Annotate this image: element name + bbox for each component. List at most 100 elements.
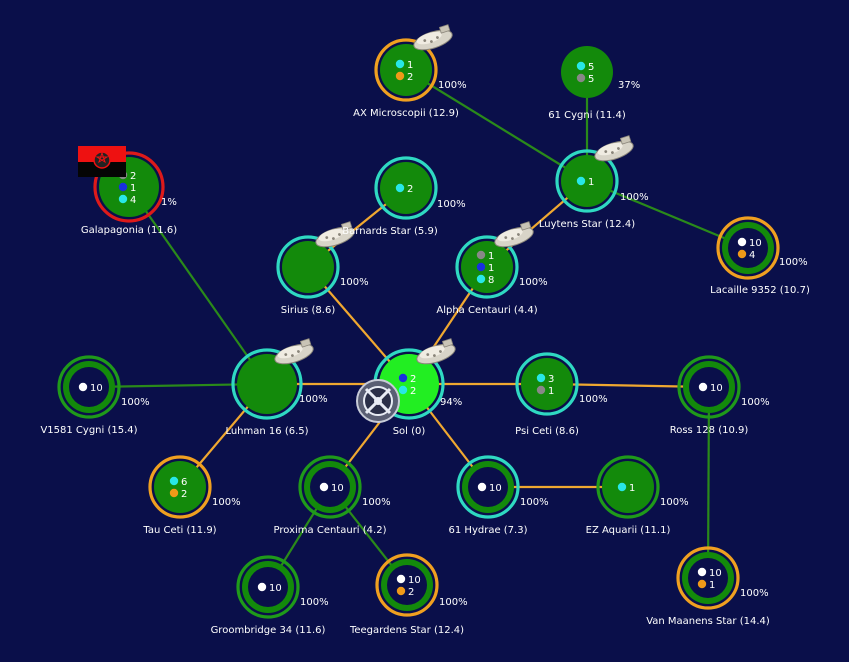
control-percent: 100% [121, 397, 150, 408]
fleet-count: 8 [488, 275, 494, 286]
system-name-label: EZ Aquarii (11.1) [586, 525, 671, 536]
territory-ring [374, 156, 438, 220]
territory-ring [676, 546, 740, 610]
fleet-dot-cyan [398, 385, 408, 395]
fleet-count: 2 [410, 374, 416, 385]
fleet-count: 2 [410, 386, 416, 397]
fleet-count: 1 [488, 251, 494, 262]
system-name-label: Sirius (8.6) [281, 305, 336, 316]
territory-ring [276, 235, 340, 299]
fleet-dot-orange [169, 488, 179, 498]
fleet-count: 1 [407, 60, 413, 71]
fleet-count: 2 [407, 184, 413, 195]
fleet-count: 4 [749, 250, 755, 261]
fleet-count: 1 [130, 183, 136, 194]
planet-body [237, 354, 297, 414]
territory-ring [93, 151, 165, 223]
territory-ring [515, 352, 579, 416]
territory-ring [456, 455, 520, 519]
territory-ring [716, 216, 780, 280]
control-percent: 37% [618, 80, 640, 91]
planet-body [380, 162, 432, 214]
control-percent: 94% [440, 397, 462, 408]
fleet-count: 10 [749, 238, 762, 249]
fleet-count: 2 [130, 171, 136, 182]
star-system-ross-128[interactable]: 10 100% Ross 128 (10.9) [670, 355, 770, 436]
territory-ring [375, 553, 439, 617]
control-percent: 100% [299, 394, 328, 405]
fleet-count: 1 [709, 580, 715, 591]
fleet-count: 5 [588, 74, 594, 85]
control-percent: 1% [161, 197, 177, 208]
star-system-v1581-cygni[interactable]: 10 100% V1581 Cygni (15.4) [40, 355, 150, 436]
planet-core [310, 467, 350, 507]
fleet-count: 1 [588, 177, 594, 188]
control-percent: 100% [741, 397, 770, 408]
control-percent: 100% [340, 277, 369, 288]
fleet-count: 10 [269, 583, 282, 594]
fleet-dot-orange [395, 71, 405, 81]
planet-body [282, 241, 334, 293]
system-name-label: Groombridge 34 (11.6) [211, 625, 326, 636]
fleet-dot-gray [536, 385, 546, 395]
system-name-label: Psi Ceti (8.6) [515, 426, 579, 437]
fleet-count: 10 [709, 568, 722, 579]
territory-ring [555, 149, 619, 213]
space-station-icon[interactable] [356, 379, 400, 423]
fleet-count: 10 [710, 383, 723, 394]
star-system-sirius[interactable]: 100% Sirius (8.6) [276, 220, 369, 316]
lane-ross-128-van-maanens-star [706, 386, 711, 579]
fleet-dot-white [737, 237, 747, 247]
star-system-luhman-16[interactable]: 100% Luhman 16 (6.5) [225, 337, 328, 437]
fleet-dot-white [78, 382, 88, 392]
fleet-count: 10 [90, 383, 103, 394]
fleet-dot-gray [576, 73, 586, 83]
system-name-label: Galapagonia (11.6) [81, 225, 177, 236]
system-name-label: Luhman 16 (6.5) [225, 426, 308, 437]
territory-ring [57, 355, 121, 419]
fleet-count: 10 [408, 575, 421, 586]
fleet-count: 3 [548, 374, 554, 385]
control-percent: 100% [520, 497, 549, 508]
fleet-dot-white [257, 582, 267, 592]
fleet-dot-cyan [576, 176, 586, 186]
planet-body [521, 358, 573, 410]
fleet-dot-cyan [118, 194, 128, 204]
fleet-dot-cyan [476, 274, 486, 284]
system-name-label: Ross 128 (10.9) [670, 425, 749, 436]
planet-core [248, 567, 288, 607]
fleet-dot-blue [476, 262, 486, 272]
system-name-label: 61 Hydrae (7.3) [449, 525, 528, 536]
fleet-count: 1 [548, 386, 554, 397]
fleet-count: 1 [629, 483, 635, 494]
planet-core [387, 565, 427, 605]
fleet-dot-white [697, 567, 707, 577]
fleet-dot-gray [476, 250, 486, 260]
planet-body [380, 44, 432, 96]
system-name-label: V1581 Cygni (15.4) [40, 425, 137, 436]
lane-luytens-star-ax-microscopii [405, 69, 588, 182]
planet-core [468, 467, 508, 507]
fleet-dot-cyan [536, 373, 546, 383]
system-name-label: Alpha Centauri (4.4) [436, 305, 537, 316]
control-percent: 100% [779, 257, 808, 268]
control-percent: 100% [212, 497, 241, 508]
control-percent: 100% [620, 192, 649, 203]
